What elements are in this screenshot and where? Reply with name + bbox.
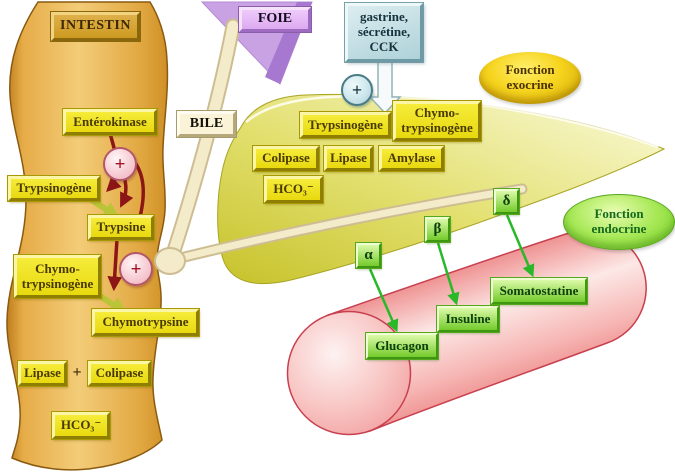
alpha-cell-label: α bbox=[356, 243, 381, 268]
stimulus-plus-icon: + bbox=[341, 74, 373, 106]
label-somatostatin: Somatostatine bbox=[491, 278, 587, 304]
bile-duct-fill bbox=[166, 20, 239, 263]
chymotrypsinogen-conversion-arrow bbox=[94, 291, 128, 314]
alpha-arrow bbox=[368, 268, 399, 333]
delta-cell-label: δ bbox=[494, 189, 519, 214]
label-trypsinogen-pancreas: Trypsinogène bbox=[300, 112, 391, 138]
label-chymotrypsinogen-pancreas: Chymo-trypsinogène bbox=[393, 101, 481, 141]
bile-label: BILE bbox=[177, 111, 236, 137]
label-amylase-pancreas: Amylase bbox=[379, 146, 444, 171]
label-bicarbonate-intestine: HCO₃⁻ bbox=[52, 412, 110, 439]
label-lipase-intestine: Lipase bbox=[18, 361, 67, 386]
activation-plus-icon: + bbox=[119, 252, 153, 286]
label-chymotrypsinogen-intestine: Chymo-trypsinogène bbox=[14, 255, 101, 298]
liver-title: FOIE bbox=[239, 7, 311, 32]
pancreatic-duct-fill bbox=[168, 185, 526, 264]
activation-plus-icon: + bbox=[103, 147, 137, 181]
beta-cell-label: β bbox=[425, 217, 450, 242]
label-colipase-pancreas: Colipase bbox=[253, 146, 319, 171]
stimulus-label: gastrine, sécrétine, CCK bbox=[345, 3, 423, 62]
beta-arrow bbox=[436, 242, 460, 306]
intestine-title: INTESTIN bbox=[51, 12, 140, 41]
islet-end-face bbox=[286, 310, 412, 436]
label-chymotrypsin: Chymotrypsine bbox=[92, 309, 199, 336]
delta-arrow bbox=[505, 214, 535, 278]
duct-junction-bulb bbox=[154, 247, 186, 275]
label-trypsin: Trypsine bbox=[88, 215, 154, 240]
label-colipase-intestine: Colipase bbox=[88, 361, 151, 386]
pancreas-highlight bbox=[245, 94, 659, 149]
label-enterokinase: Entérokinase bbox=[63, 109, 157, 135]
stimulus-down-arrow bbox=[368, 59, 402, 115]
plus-sign: + bbox=[72, 364, 82, 382]
label-trypsinogen-intestine: Trypsinogène bbox=[8, 176, 100, 201]
label-glucagon: Glucagon bbox=[366, 333, 438, 359]
label-lipase-pancreas: Lipase bbox=[324, 146, 373, 171]
label-insulin: Insuline bbox=[437, 306, 499, 332]
label-bicarbonate-pancreas: HCO₃⁻ bbox=[264, 176, 323, 203]
trypsin-to-chymotrypsin-arrow bbox=[107, 237, 123, 292]
endocrine-function-badge: Fonction endocrine bbox=[563, 194, 675, 250]
exocrine-function-badge: Fonction exocrine bbox=[479, 52, 581, 104]
